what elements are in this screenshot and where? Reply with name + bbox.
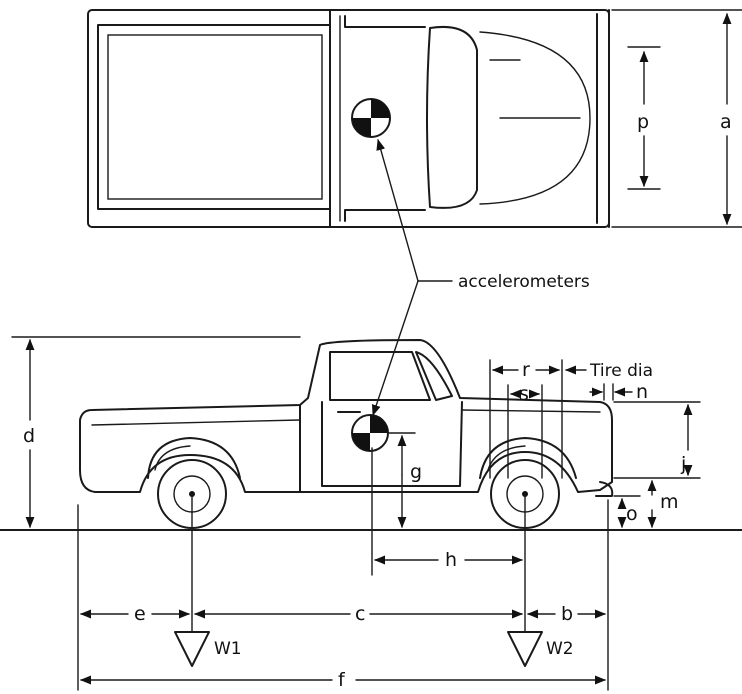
dimension-n: n [589,381,648,403]
accelerometer-side [351,414,416,452]
label-m: m [660,491,679,513]
dimension-d: d [11,336,301,529]
label-p: p [637,111,649,133]
label-o: o [626,503,638,525]
w2-weight-marker: W2 [507,631,574,667]
label-n: n [636,381,648,403]
label-g: g [410,461,422,483]
label-s: s [519,383,529,405]
dimension-j: j [613,401,701,479]
label-w1: W1 [214,639,242,659]
label-w2: W2 [546,639,574,659]
label-r: r [522,359,530,381]
dimension-c: c [193,603,524,625]
top-view-truck [87,9,610,228]
label-c: c [355,603,365,625]
dimension-h: h [371,447,524,576]
label-a: a [720,111,732,133]
dimension-g: g [397,434,422,529]
label-accelerometers: accelerometers [458,272,590,292]
dimension-p: p [627,46,661,190]
label-j: j [680,453,686,475]
label-tire-dia: Tire dia [589,361,653,381]
dimension-a: a [611,9,742,228]
label-d: d [23,425,35,447]
accelerometer-top [351,98,391,138]
dimension-r: r [489,359,563,479]
accelerometers-callout: accelerometers [371,138,590,417]
tire-dia-label-group: Tire dia [564,361,653,381]
label-h: h [445,549,457,571]
dimension-o: o [613,495,641,529]
w1-weight-marker: W1 [174,631,242,667]
label-b: b [561,603,573,625]
side-view-truck [79,339,614,497]
dimension-m: m [647,479,679,529]
dimension-b: b [526,603,607,625]
dimension-s: s [507,383,543,479]
label-e: e [134,603,146,625]
dimension-f: f [79,669,607,691]
dimension-e: e [79,603,191,625]
label-f: f [338,669,346,691]
